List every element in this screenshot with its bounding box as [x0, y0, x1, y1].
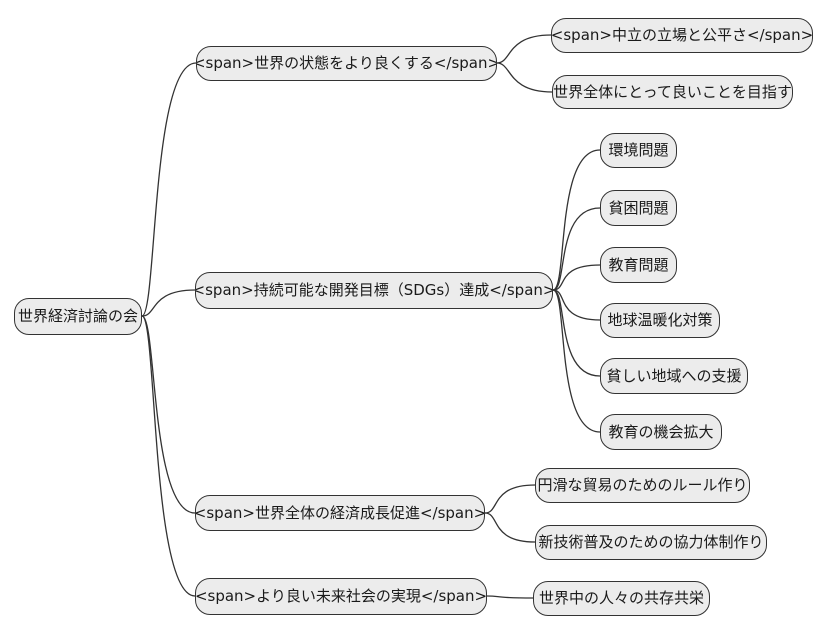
edge-branch4-child1 — [486, 595, 534, 599]
node-root: 世界経済討論の会 — [14, 298, 142, 335]
node-global-warming: 地球温暖化対策 — [600, 303, 720, 338]
edge-branch2-child2 — [552, 207, 601, 291]
node-future-society: <span>より良い未来社会の実現</span> — [195, 578, 487, 615]
edge-root-branch3 — [141, 315, 196, 514]
edge-branch1-child2 — [496, 62, 553, 93]
edge-branch2-child6 — [552, 289, 601, 433]
node-sdgs: <span>持続可能な開発目標（SDGs）達成</span> — [195, 272, 553, 309]
edge-branch2-child3 — [552, 264, 601, 291]
edge-branch2-child5 — [552, 289, 601, 377]
node-poverty: 貧困問題 — [600, 190, 677, 226]
edge-root-branch4 — [141, 315, 196, 597]
edge-branch2-child4 — [552, 289, 601, 321]
edge-root-branch2 — [141, 289, 196, 317]
node-education-opportunity: 教育の機会拡大 — [600, 414, 722, 450]
edge-branch2-child1 — [552, 149, 601, 291]
node-neutrality-fairness: <span>中立の立場と公平さ</span> — [551, 18, 813, 53]
node-economic-growth: <span>世界全体の経済成長促進</span> — [195, 495, 485, 531]
edge-branch3-child2 — [484, 512, 536, 543]
node-global-good: 世界全体にとって良いことを目指す — [552, 75, 793, 109]
node-better-world: <span>世界の状態をより良くする</span> — [196, 46, 497, 81]
edge-branch1-child1 — [496, 34, 552, 64]
node-education-issue: 教育問題 — [600, 247, 677, 283]
node-trade-rules: 円滑な貿易のためのルール作り — [535, 468, 750, 503]
node-environment: 環境問題 — [600, 133, 677, 168]
node-coexistence: 世界中の人々の共存共栄 — [533, 581, 710, 616]
node-poor-regions-support: 貧しい地域への支援 — [600, 358, 748, 394]
edge-root-branch1 — [141, 62, 197, 317]
node-tech-cooperation: 新技術普及のための協力体制作り — [535, 525, 767, 560]
edge-branch3-child1 — [484, 484, 536, 514]
